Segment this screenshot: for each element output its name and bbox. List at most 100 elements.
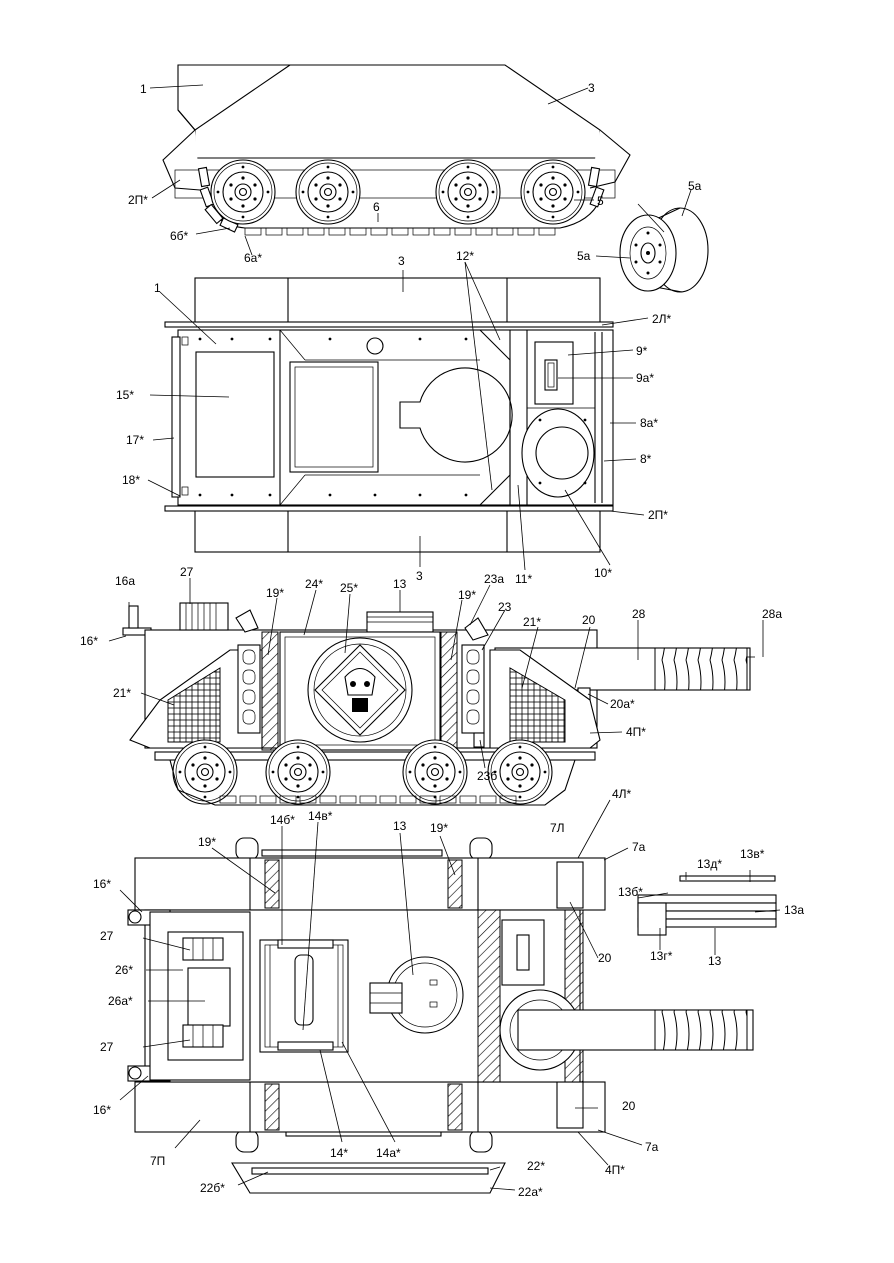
label: 22б* [200, 1181, 225, 1195]
label: 5а [688, 179, 702, 193]
label: 16а [115, 574, 135, 588]
skull-emblem [344, 667, 376, 696]
label: 14а* [376, 1146, 401, 1160]
view-side-chassis [149, 64, 709, 293]
label: 16* [80, 634, 98, 648]
assembled-wheel-4 [487, 739, 553, 805]
label: 14в* [308, 809, 333, 823]
label: 1 [140, 82, 147, 96]
label: 11* [515, 572, 532, 586]
label: 20 [622, 1099, 636, 1113]
label: 4П* [605, 1163, 625, 1177]
label: 16* [93, 1103, 111, 1117]
label: 13г* [650, 949, 673, 963]
label: 2Л* [652, 312, 672, 326]
label: 1 [154, 281, 161, 295]
label: 8а* [640, 416, 658, 430]
label: 15* [116, 388, 134, 402]
label: 6а* [244, 251, 262, 265]
label: 12* [456, 249, 474, 263]
label: 9а* [636, 371, 654, 385]
label: 13д* [697, 857, 722, 871]
label: 26а* [108, 994, 133, 1008]
label: 3 [398, 254, 405, 268]
label: 7а [632, 840, 646, 854]
label: 2П* [128, 193, 148, 207]
label: 21* [113, 686, 131, 700]
label: 19* [458, 588, 476, 602]
label: 27 [180, 565, 194, 579]
label: 7П [150, 1154, 165, 1168]
view-side-assembled [108, 578, 764, 806]
label: 24* [305, 577, 323, 591]
label: 19* [198, 835, 216, 849]
label: 13а [784, 903, 804, 917]
label: 18* [122, 473, 140, 487]
labels-view-4: 14б* 14в* 13 19* 19* 7Л 4Л* 7а 16* 13д* … [93, 787, 804, 1199]
label: 6б* [170, 229, 189, 243]
view-top-hull [147, 261, 649, 571]
label: 13 [708, 954, 722, 968]
vent-grille-left [167, 667, 221, 743]
label: 25* [340, 581, 358, 595]
label: 2П* [648, 508, 668, 522]
label: 10* [594, 566, 612, 580]
view-top-assembled [119, 799, 781, 1194]
hatch-15 [195, 351, 275, 478]
label: 19* [266, 586, 284, 600]
label: 28 [632, 607, 646, 621]
label: 23б [477, 769, 497, 783]
label: 20 [582, 613, 596, 627]
labels-view-3: 16а 27 24* 25* 13 23а 19* 19* 23 21* 20 … [80, 565, 782, 783]
label: 27 [100, 1040, 114, 1054]
right-sponson-7P [134, 1081, 606, 1133]
road-wheel-2 [295, 159, 361, 225]
label: 7а [645, 1140, 659, 1154]
assembled-wheel-2 [265, 739, 331, 805]
label: 9* [636, 344, 648, 358]
label: 17* [126, 433, 144, 447]
label: 13 [393, 577, 407, 591]
label: 23 [498, 600, 512, 614]
label: 6 [373, 200, 380, 214]
labels-view-2: 3 12* 1 2Л* 9* 9а* 15* 17* 8а* 8* 18* 2П… [116, 249, 672, 586]
label: 14б* [270, 813, 295, 827]
left-sponson-7L [134, 857, 606, 911]
label: 22* [527, 1159, 545, 1173]
label: 13 [393, 819, 407, 833]
labels-view-1: 1 3 2П* 5 5а 5а 6 6б* 6а* [128, 81, 702, 265]
assembled-wheel-1 [172, 739, 238, 805]
hatched-armor-right [440, 631, 458, 751]
label: 16* [93, 877, 111, 891]
label: 3 [416, 569, 423, 583]
hull-side-body [177, 64, 601, 159]
road-wheel-4 [520, 159, 586, 225]
label: 4П* [626, 725, 646, 739]
label: 27 [100, 929, 114, 943]
label: 21* [523, 615, 541, 629]
label: 23а [484, 572, 504, 586]
label: 19* [430, 821, 448, 835]
label: 22а* [518, 1185, 543, 1199]
assembled-wheel-3 [402, 739, 468, 805]
turret-ring [399, 367, 513, 463]
label: 20 [598, 951, 612, 965]
label: 3 [588, 81, 595, 95]
label: 13в* [740, 847, 765, 861]
side-skirt-top [194, 277, 601, 324]
plate-detail-13 [637, 875, 777, 936]
wheel-detail-5a [619, 207, 709, 293]
label: 13б* [618, 885, 643, 899]
label: 8* [640, 452, 652, 466]
track-links [197, 166, 605, 236]
road-wheel-1 [210, 159, 276, 225]
label: 26* [115, 963, 133, 977]
road-wheel-3 [435, 159, 501, 225]
label: 4Л* [612, 787, 632, 801]
label: 20а* [610, 697, 635, 711]
hatched-armor-left [261, 631, 279, 751]
label: 5 [597, 194, 604, 208]
label: 5а [577, 249, 591, 263]
